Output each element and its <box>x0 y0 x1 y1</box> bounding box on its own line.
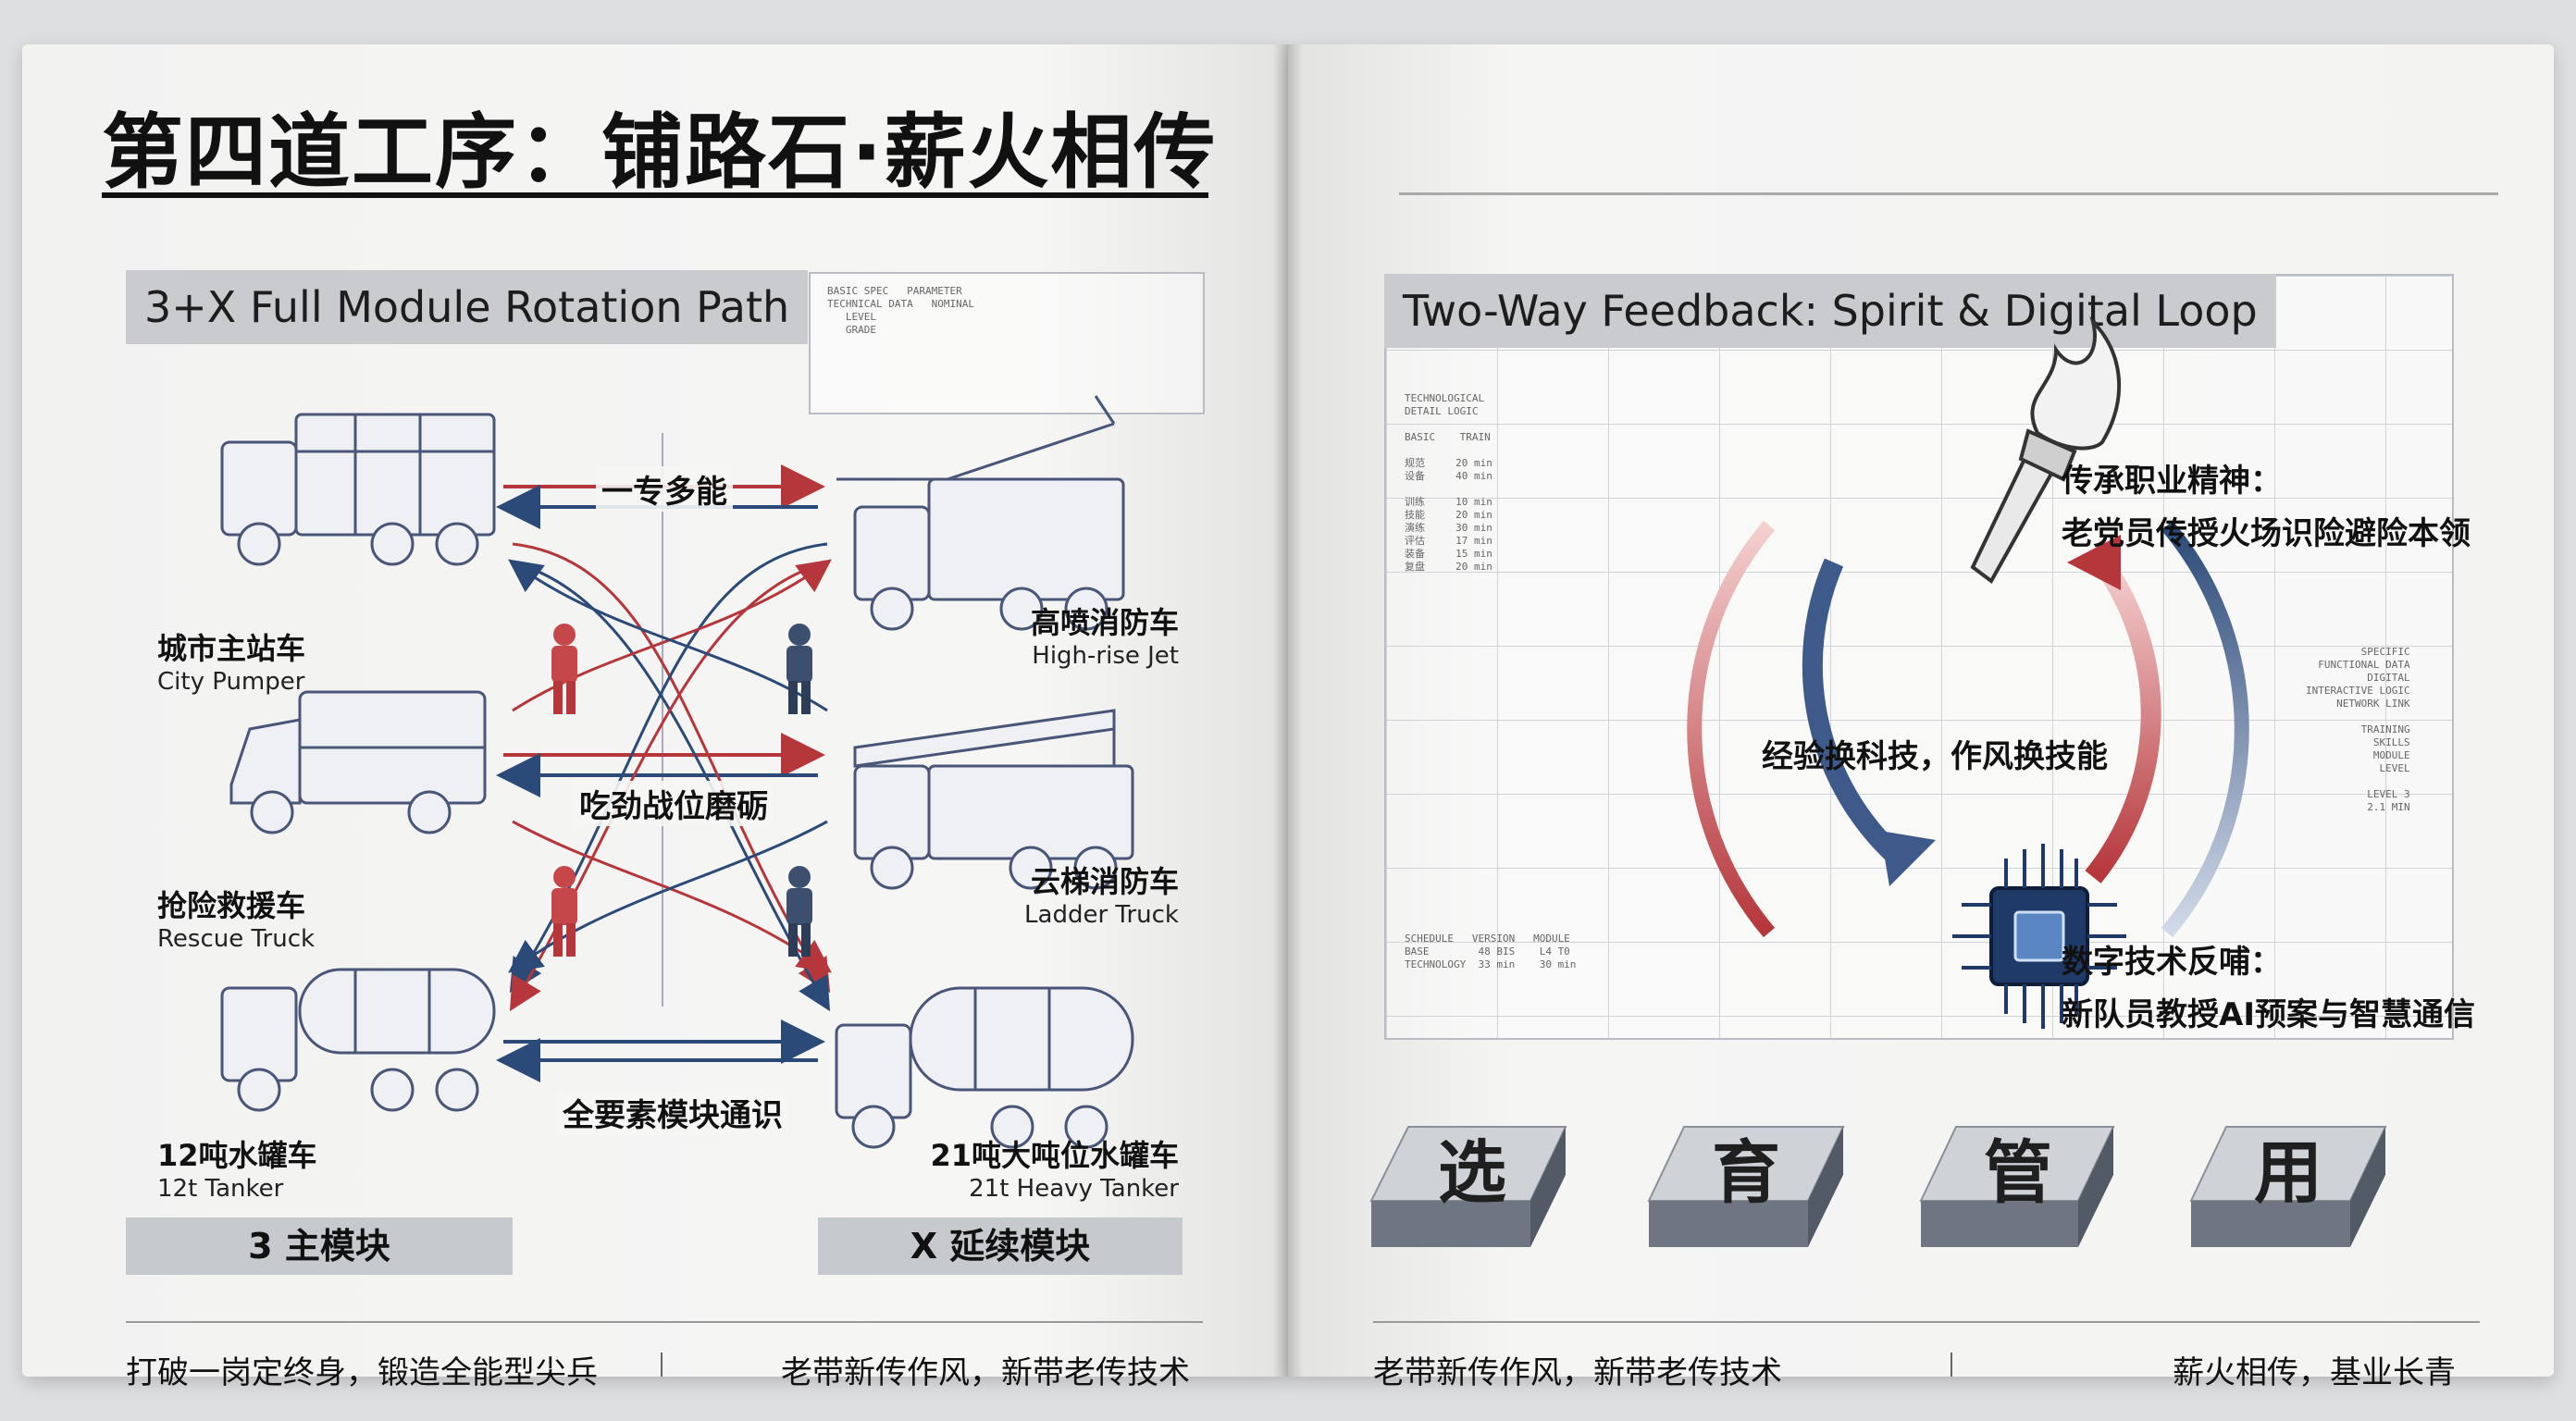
torch-caption: 传承职业精神： 老党员传授火场识险避险本领 <box>2062 455 2471 553</box>
right-page: Two-Way Feedback: Spirit & Digital Loop … <box>1288 44 2554 1391</box>
torch-description: 老党员传授火场识险避险本领 <box>2062 515 2471 552</box>
heavy-tanker-21t-icon <box>835 986 1134 1149</box>
block-label-xuan: 选 <box>1438 1133 1506 1213</box>
extension-module-bar: X 延续模块 <box>818 1217 1183 1275</box>
section-header-rotation: 3+X Full Module Rotation Path <box>126 270 809 344</box>
torch-icon <box>1970 315 2122 584</box>
block-label-yu: 育 <box>1712 1133 1780 1213</box>
rescue-truck-icon <box>229 690 487 834</box>
curve-top-to-bottom-red <box>512 542 831 994</box>
vehicle-name-cn: 抢险救援车 <box>157 888 306 923</box>
vehicle-label-21t-heavy-tanker: 21吨大吨位水罐车 21t Heavy Tanker <box>930 1132 1179 1203</box>
section-header-feedback: Two-Way Feedback: Spirit & Digital Loop <box>1384 274 2276 348</box>
spec-corner-box: BASIC SPEC PARAMETER TECHNICAL DATA NOMI… <box>809 272 1205 414</box>
chip-description: 新队员教授AI预案与智慧通信 <box>2062 996 2475 1033</box>
block-label-yong: 用 <box>2254 1133 2322 1213</box>
block-xuan <box>1369 1126 1567 1247</box>
footer-separator <box>1951 1353 1952 1377</box>
vehicle-name-en: Rescue Truck <box>157 925 316 953</box>
city-pumper-truck-icon <box>220 413 496 566</box>
chip-title: 数字技术反哺： <box>2062 944 2282 981</box>
vehicle-label-ladder-truck: 云梯消防车 Ladder Truck <box>1024 859 1179 929</box>
footer-right-text: 老带新传作风，新带老传技术 <box>781 1354 1190 1391</box>
spec-notes: TECHNOLOGICAL DETAIL LOGIC BASIC TRAIN 规… <box>1405 392 1492 573</box>
loop-arc-right-blue <box>2161 520 2249 938</box>
vehicle-name-en: 12t Tanker <box>157 1175 284 1203</box>
firefighter-red-icon <box>551 866 577 957</box>
block-label-guan: 管 <box>1984 1133 2052 1213</box>
vehicle-name-en: City Pumper <box>157 668 305 696</box>
loop-arc-left-blue <box>1802 558 1906 867</box>
vehicle-label-rescue-truck: 抢险救援车 Rescue Truck <box>157 883 315 953</box>
high-rise-jet-truck-icon <box>836 395 1125 631</box>
chip-caption: 数字技术反哺： 新队员教授AI预案与智慧通信 <box>2062 936 2475 1034</box>
arrow-label-middle: 吃劲战位磨砺 <box>574 781 774 826</box>
feedback-loop-diagram <box>1369 315 2387 1247</box>
arrow-label-bottom: 全要素模块通识 <box>557 1090 788 1135</box>
footer-separator <box>661 1353 663 1377</box>
footer-rule <box>1373 1321 2480 1323</box>
curve-mid-up-blue <box>508 559 828 712</box>
bottom-notes: SCHEDULE VERSION MODULE BASE 48 BIS L4 T… <box>1405 933 1577 970</box>
vehicle-name-en: Ladder Truck <box>1024 901 1179 929</box>
vehicle-name-en: High-rise Jet <box>1032 642 1179 670</box>
blueprint-panel <box>1384 274 2454 1040</box>
book-spine-shadow <box>1273 44 1303 1377</box>
block-guan <box>1919 1126 2115 1247</box>
vehicle-label-city-pumper: 城市主站车 City Pumper <box>157 625 305 696</box>
torch-title: 传承职业精神： <box>2062 463 2282 500</box>
footer-right-text: 薪火相传，基业长青 <box>2173 1354 2456 1391</box>
loop-arc-left-red <box>1687 520 1776 938</box>
vehicle-name-cn: 云梯消防车 <box>1030 864 1179 899</box>
vehicle-label-12t-tanker: 12吨水罐车 12t Tanker <box>157 1132 317 1203</box>
arrow-label-top: 一专多能 <box>596 466 733 512</box>
rotation-arrows-diagram <box>220 395 1134 1149</box>
page-title: 第四道工序：铺路石·薪火相传 <box>102 105 1218 200</box>
firefighter-blue-icon <box>786 866 812 957</box>
curve-top-to-bottom-blue <box>512 561 831 1012</box>
side-notes: SPECIFIC FUNCTIONAL DATA DIGITAL INTERAC… <box>2306 646 2410 813</box>
vehicle-label-high-rise-jet: 高喷消防车 High-rise Jet <box>1031 599 1179 670</box>
block-yu <box>1647 1126 1845 1247</box>
ladder-truck-icon <box>853 709 1134 890</box>
vehicle-name-cn: 城市主站车 <box>157 631 306 666</box>
top-rule <box>1399 192 2498 195</box>
tanker-12t-icon <box>220 968 496 1112</box>
vehicle-name-cn: 高喷消防车 <box>1030 605 1179 640</box>
loop-arrowhead-blue <box>1880 831 1936 886</box>
footer-left-text: 老带新传作风，新带老传技术 <box>1373 1354 1782 1391</box>
loop-center-text: 经验换科技，作风换技能 <box>1762 738 2108 775</box>
spec-corner-text: BASIC SPEC PARAMETER TECHNICAL DATA NOMI… <box>827 285 974 336</box>
chip-icon <box>1952 844 2126 1029</box>
vehicle-name-cn: 21吨大吨位水罐车 <box>930 1138 1179 1173</box>
main-module-bar: 3 主模块 <box>126 1217 513 1275</box>
left-page: 第四道工序：铺路石·薪火相传 3+X Full Module Rotation … <box>22 44 1288 1391</box>
vehicle-name-en: 21t Heavy Tanker <box>969 1175 1179 1203</box>
vehicle-name-cn: 12吨水罐车 <box>157 1138 317 1173</box>
footer-rule <box>126 1321 1203 1323</box>
open-book: 第四道工序：铺路石·薪火相传 3+X Full Module Rotation … <box>22 44 2554 1391</box>
firefighter-red-icon <box>551 624 577 714</box>
firefighter-blue-icon <box>786 624 812 714</box>
footer-left-text: 打破一岗定终身，锻造全能型尖兵 <box>126 1354 598 1391</box>
loop-arrowhead-red <box>2067 535 2121 590</box>
loop-arc-right-red <box>2085 556 2161 883</box>
title-underline <box>102 192 1208 198</box>
block-yong <box>2189 1126 2387 1247</box>
